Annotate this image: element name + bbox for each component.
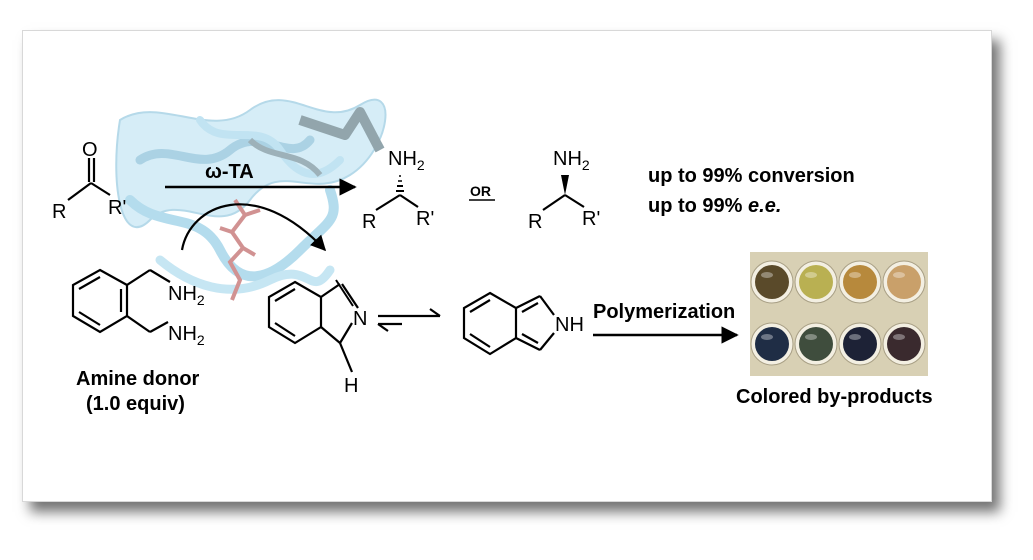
atom-R-prime-a: R' [416,208,434,230]
protein-structure-image [115,98,387,301]
well-sample [887,265,921,299]
well-sample [843,327,877,361]
amine-donor-structure [71,268,171,334]
well-sample [799,327,833,361]
well-highlight [849,272,861,278]
polymerization-label: Polymerization [593,301,735,323]
or-label: OR [470,183,491,199]
well-sample [843,265,877,299]
well-highlight [893,272,905,278]
isoindole-intermediate [267,279,354,373]
atom-NH2-b: NH2 [553,148,590,173]
enzyme-label: ω-TA [205,161,254,183]
atom-NH2-a: NH2 [388,148,425,173]
well-highlight [805,334,817,340]
well-highlight [849,334,861,340]
atom-R: R [52,201,66,223]
well-sample [887,327,921,361]
amine-donor-equiv: (1.0 equiv) [86,393,185,415]
well-highlight [893,334,905,340]
atom-NH: NH [555,314,584,336]
ligand-sticks [219,198,261,301]
amine-product-s [375,175,419,211]
atom-R-prime: R' [108,197,126,219]
well-sample [799,265,833,299]
well-sample [755,265,789,299]
ketone-substrate [67,158,111,201]
well-highlight [805,272,817,278]
atom-N: N [353,308,367,330]
ee-text: up to 99% e.e. [648,195,781,217]
atom-R-b: R [528,211,542,233]
atom-H: H [344,375,358,397]
atom-O: O [82,139,98,161]
atom-R-prime-b: R' [582,208,600,230]
amine-donor-label: Amine donor [76,368,200,390]
atom-NH2-donor-2: NH2 [168,323,205,348]
atom-R-a: R [362,211,376,233]
byproducts-label: Colored by-products [736,386,933,408]
atom-NH2-donor-1: NH2 [168,283,205,308]
wedge-bond [561,175,569,195]
equilibrium-arrows [377,308,441,332]
well-highlight [761,272,773,278]
amine-product-r [542,194,585,211]
imine-double-bond [341,283,359,309]
curved-arrow [180,203,327,252]
well-highlight [761,334,773,340]
conversion-text: up to 99% conversion [648,165,855,187]
isoindole-product [462,291,555,356]
well-sample [755,327,789,361]
well-plate-photo [750,252,928,376]
